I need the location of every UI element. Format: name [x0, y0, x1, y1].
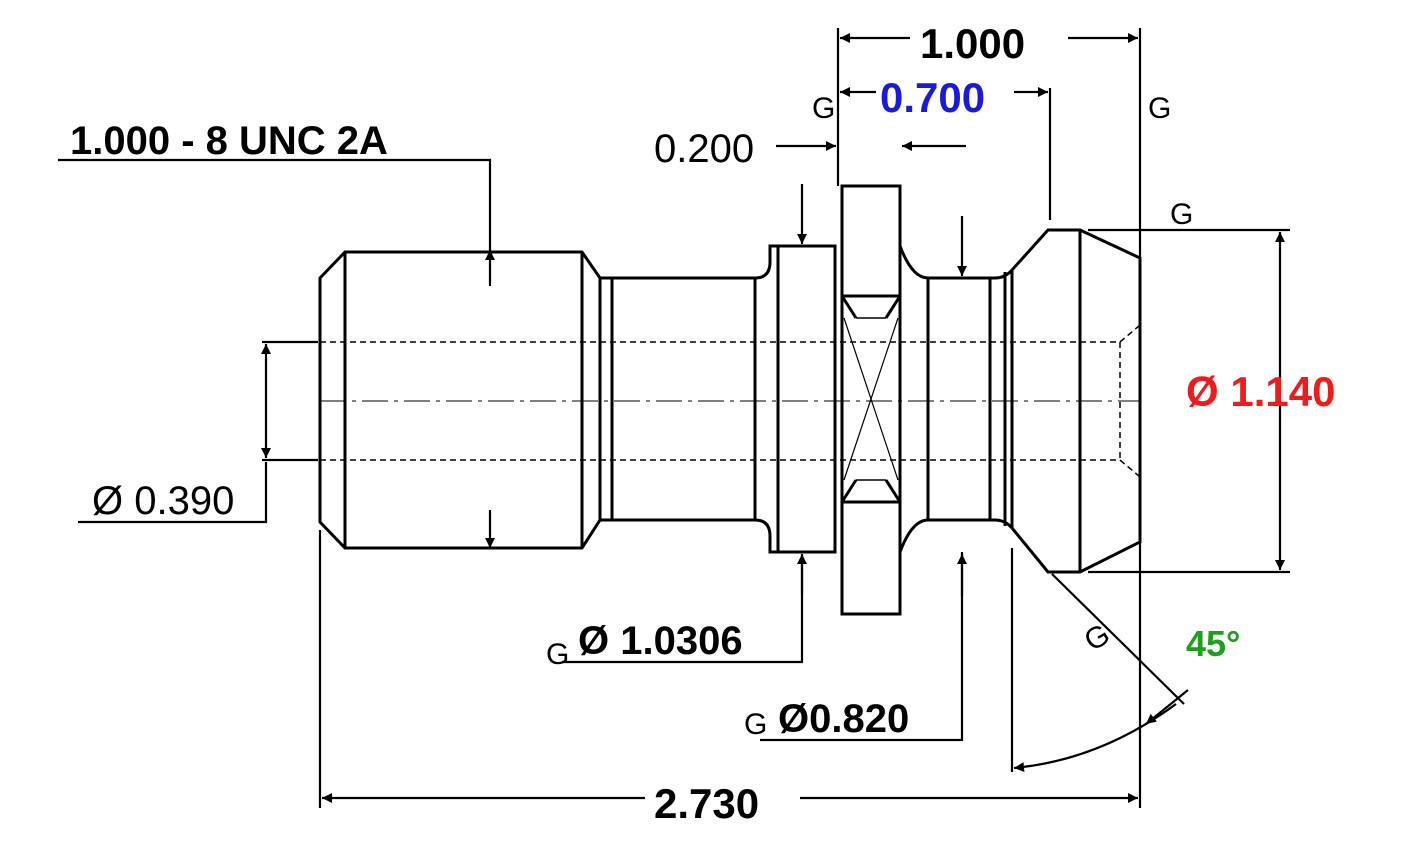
collar-diameter-label: Ø 1.0306 — [578, 619, 743, 663]
overall-length-label: 2.730 — [654, 780, 759, 827]
grind-mark-g: G — [1170, 198, 1193, 231]
relief-body — [612, 244, 837, 554]
hex-flange — [840, 184, 902, 616]
grind-mark-g: G — [546, 638, 569, 671]
head-diameter-label: Ø 1.140 — [1186, 368, 1335, 415]
grind-mark-g: G — [744, 708, 767, 741]
bore-diameter-label: Ø 0.390 — [92, 479, 234, 523]
flange-offset-label: 0.200 — [654, 127, 754, 171]
threaded-shank — [318, 250, 602, 550]
part-outline — [318, 184, 1142, 616]
grind-mark-g: G — [1079, 618, 1116, 658]
dimension-lines — [58, 28, 1290, 808]
neck-length-label: 0.700 — [880, 74, 985, 121]
grind-mark-g: G — [812, 92, 835, 125]
chamfer-angle-label: 45° — [1186, 623, 1240, 664]
bore-hidden-lines — [320, 324, 1141, 478]
thread-spec-label: 1.000 - 8 UNC 2A — [70, 119, 388, 163]
flange-width-label: 1.000 — [920, 20, 1025, 67]
grind-mark-g: G — [1148, 92, 1171, 125]
neck-diameter-label: Ø0.820 — [778, 697, 909, 741]
